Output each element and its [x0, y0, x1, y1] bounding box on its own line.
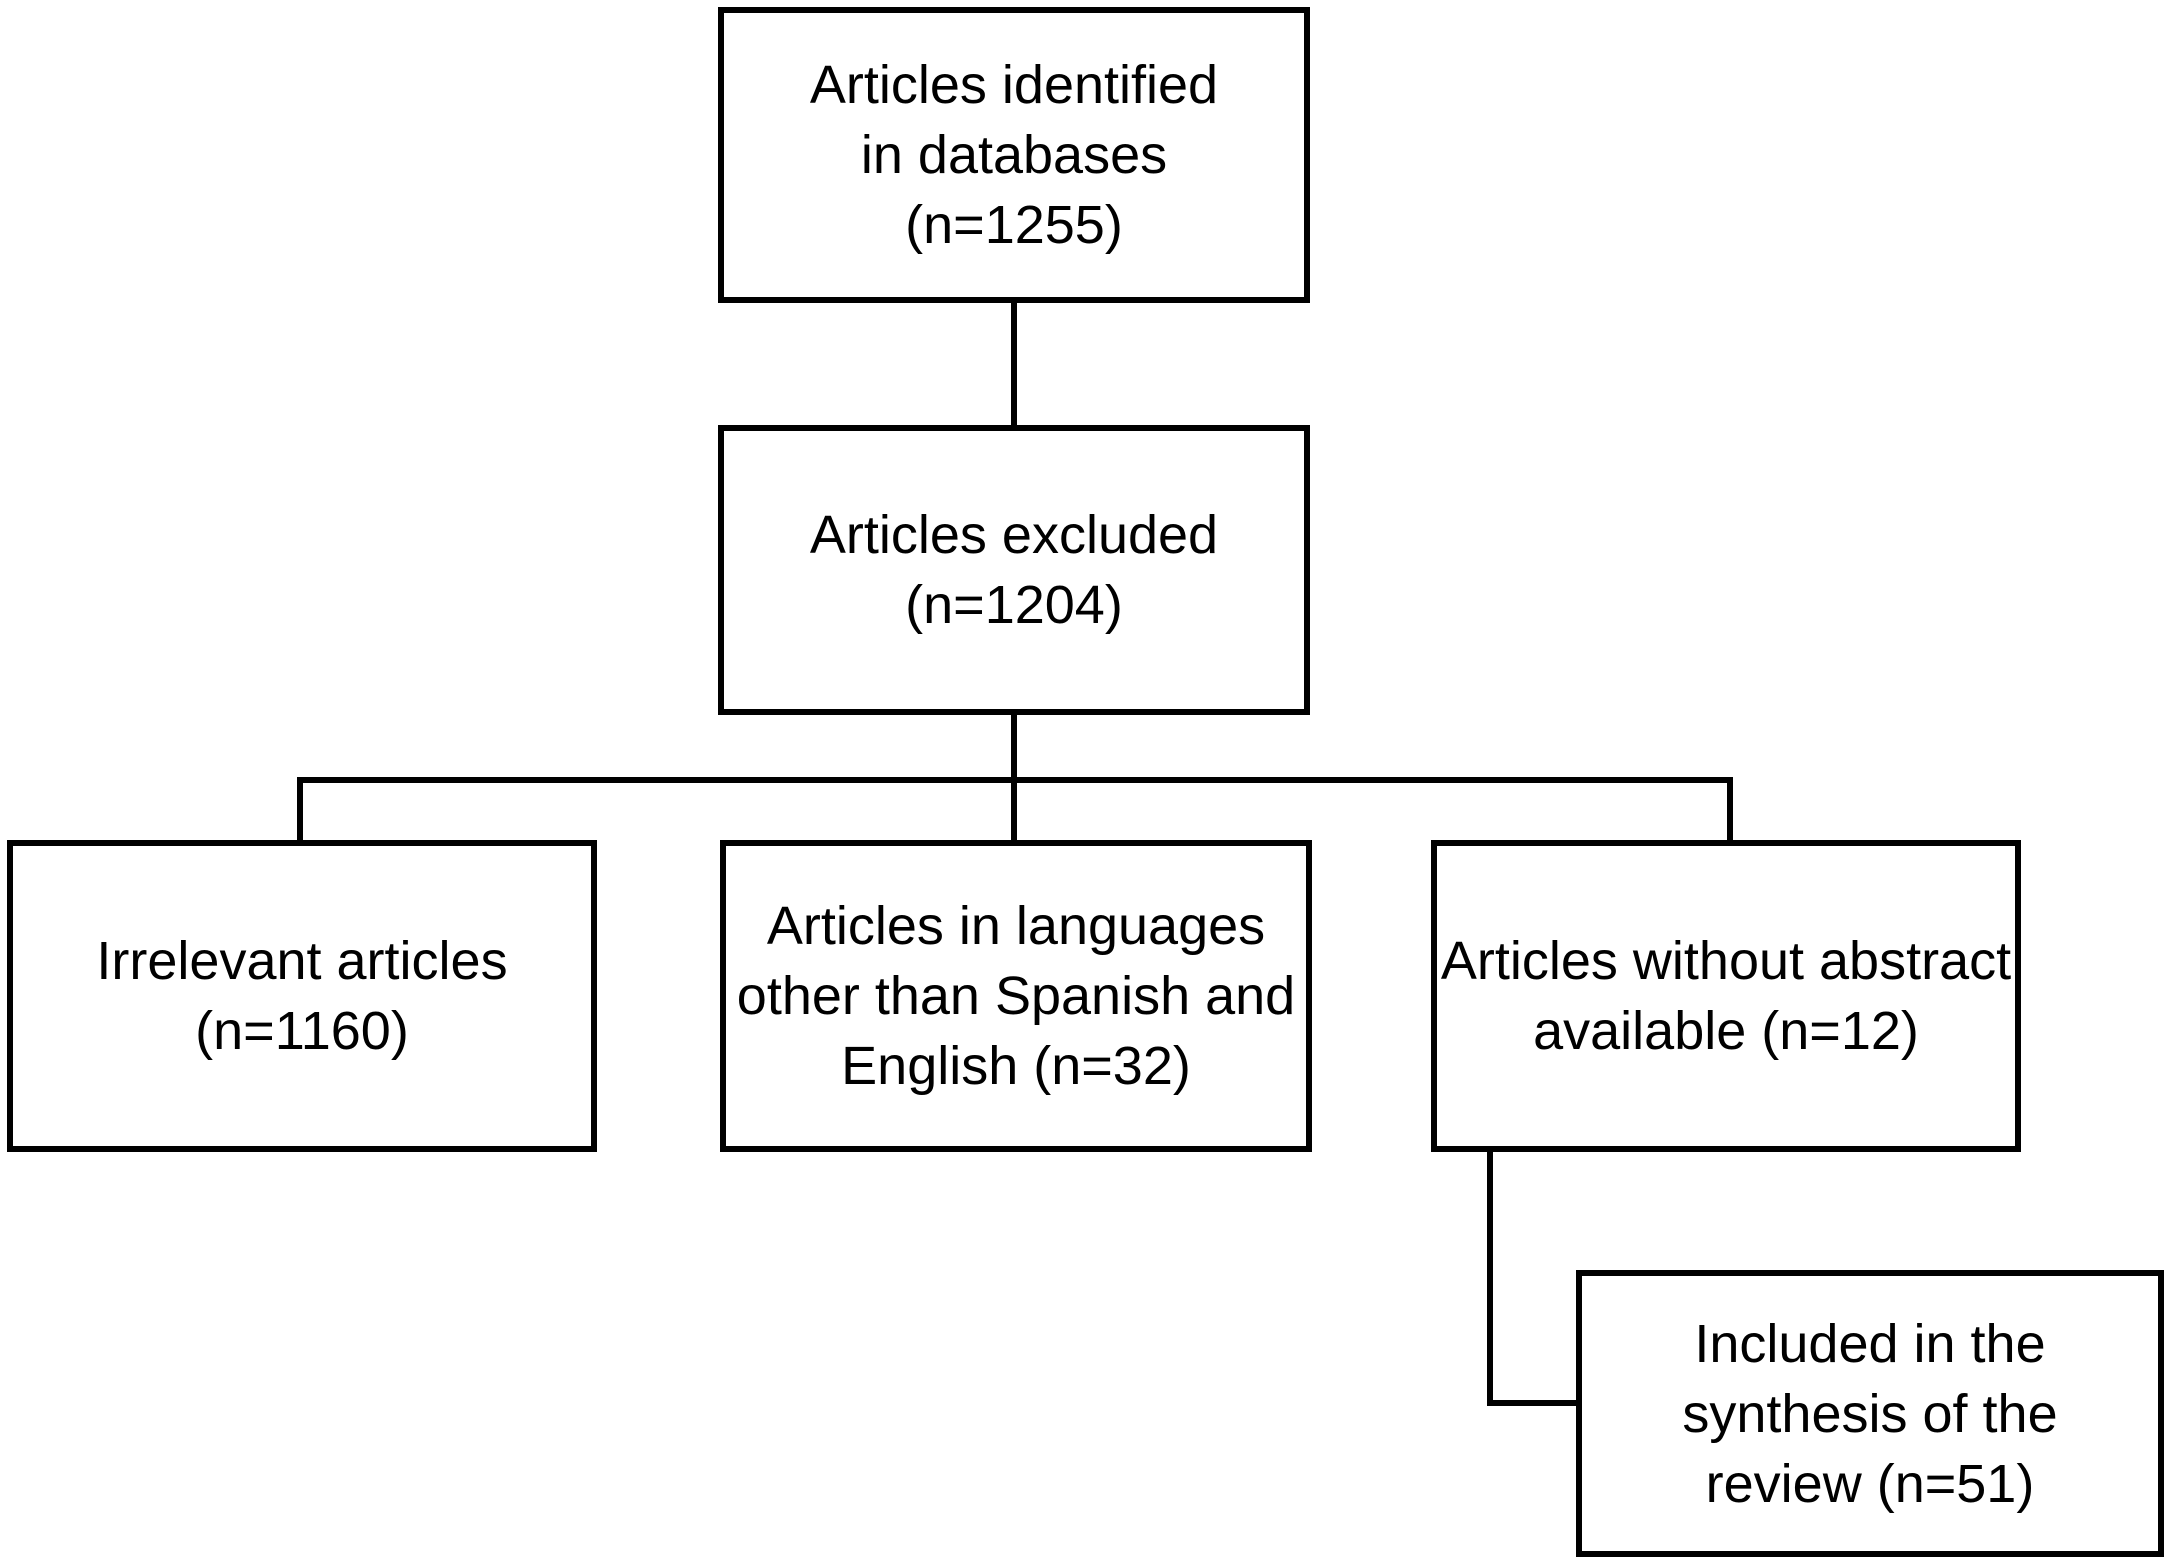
node-included-in-synthesis-label: Included in the synthesis of the review … [1682, 1313, 2058, 1514]
node-articles-without-abstract: Articles without abstract available (n=1… [1431, 840, 2021, 1152]
connector-no-abstract-to-included-vertical [1487, 1152, 1493, 1406]
node-articles-excluded: Articles excluded (n=1204) [718, 425, 1310, 715]
connector-branch-drop-languages [1011, 777, 1017, 840]
node-included-in-synthesis: Included in the synthesis of the review … [1576, 1270, 2164, 1557]
node-articles-identified-label: Articles identified in databases (n=1255… [809, 55, 1219, 255]
node-articles-other-languages: Articles in languages other than Spanish… [720, 840, 1312, 1152]
node-articles-without-abstract-label: Articles without abstract available (n=1… [1440, 931, 2012, 1061]
connector-excluded-branch-stem [1011, 715, 1017, 778]
connector-identified-to-excluded [1011, 303, 1017, 425]
node-articles-identified: Articles identified in databases (n=1255… [718, 7, 1310, 303]
node-irrelevant-articles: Irrelevant articles (n=1160) [7, 840, 597, 1152]
node-articles-other-languages-label: Articles in languages other than Spanish… [736, 896, 1296, 1096]
connector-branch-drop-irrelevant [297, 777, 303, 840]
node-articles-excluded-label: Articles excluded (n=1204) [809, 505, 1219, 635]
connector-branch-drop-no-abstract [1727, 777, 1733, 840]
node-irrelevant-articles-label: Irrelevant articles (n=1160) [96, 931, 508, 1061]
connector-no-abstract-to-included-horizontal [1487, 1400, 1578, 1406]
